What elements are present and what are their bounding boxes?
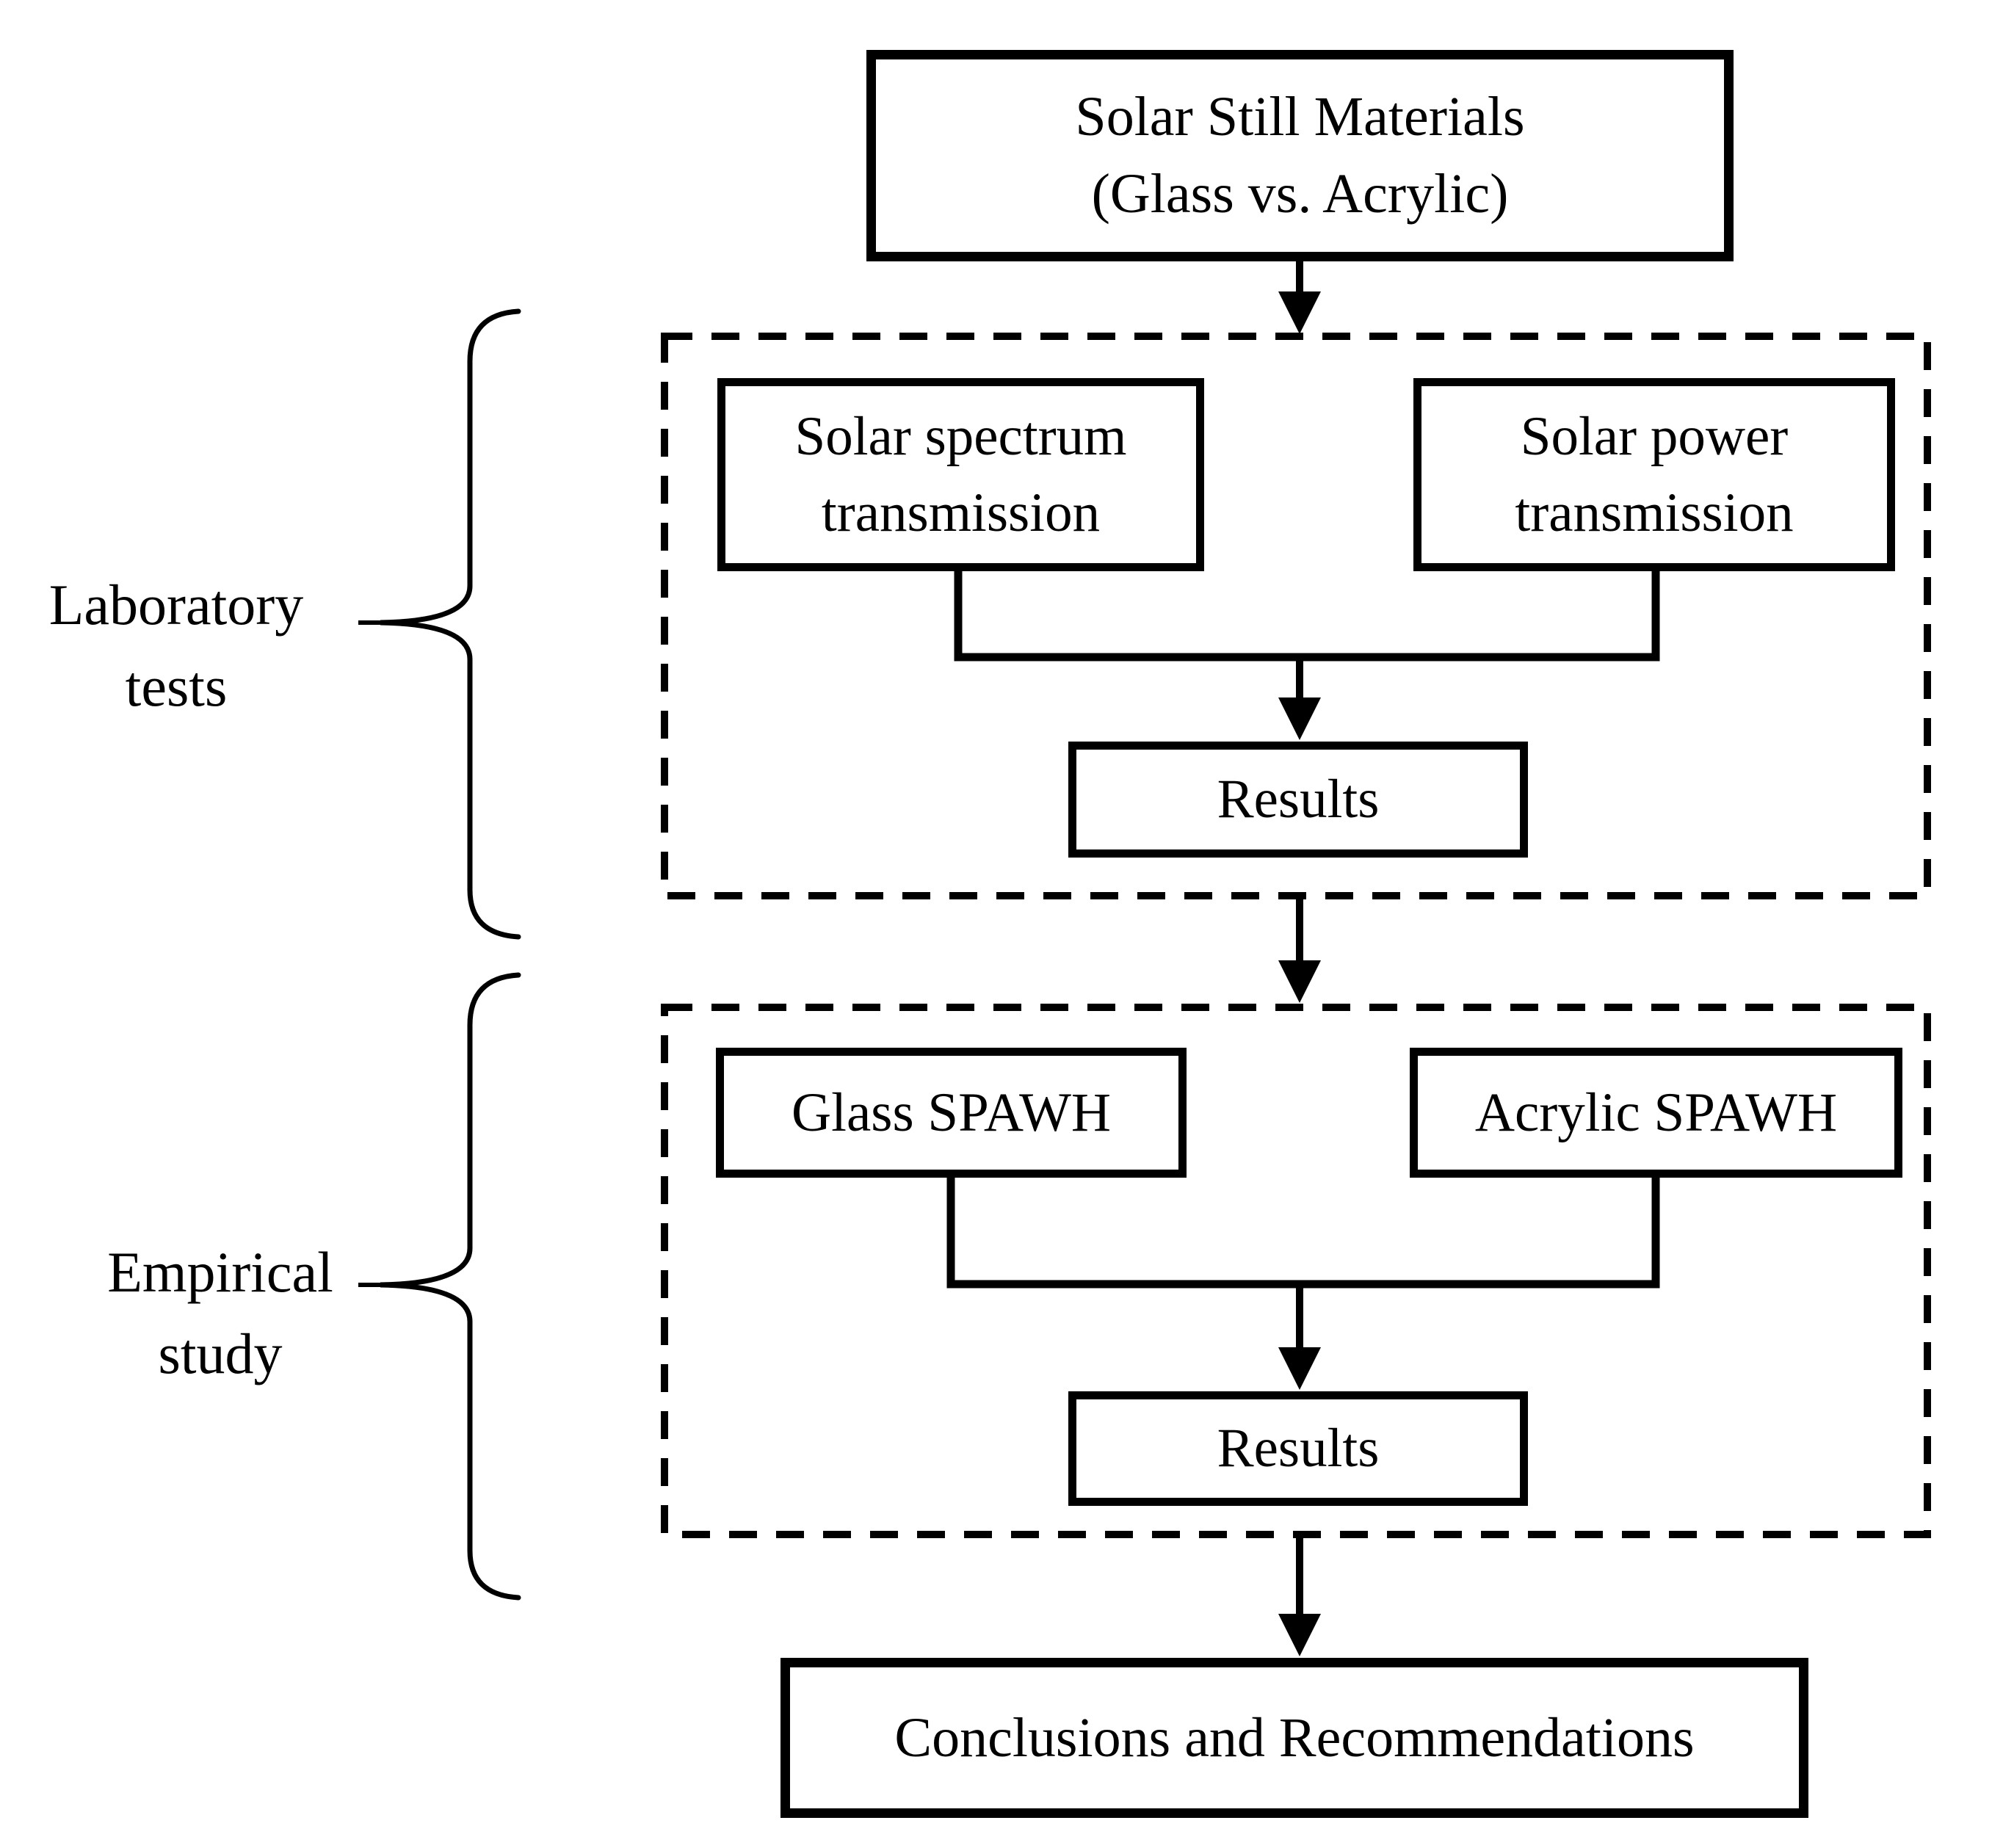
empirical-brace-icon	[380, 972, 521, 1601]
arrow-down-icon	[1278, 291, 1321, 334]
laboratory-brace-icon	[380, 308, 521, 940]
laboratory-tests-label: Laboratory tests	[22, 564, 330, 727]
laboratory-results-label: Results	[1217, 769, 1380, 830]
laboratory-label-line-1: Laboratory	[48, 573, 304, 637]
empirical-results-label: Results	[1217, 1418, 1380, 1479]
arrow-down-icon	[1278, 697, 1321, 740]
laboratory-label-line-2: tests	[125, 654, 228, 718]
acrylic-spawh-label: Acrylic SPAWH	[1474, 1081, 1838, 1143]
conclusions-box: Conclusions and Recommendations	[780, 1658, 1808, 1818]
glass-spawh-label: Glass SPAWH	[791, 1081, 1112, 1143]
acrylic-spawh-box: Acrylic SPAWH	[1410, 1048, 1902, 1178]
laboratory-dashed-container	[661, 333, 1931, 899]
empirical-label-line-2: study	[158, 1322, 283, 1385]
solar-power-transmission-box: Solar power transmission	[1413, 378, 1895, 571]
conclusions-label: Conclusions and Recommendations	[894, 1706, 1695, 1769]
spectrum-box-line-1: Solar spectrum	[794, 406, 1127, 467]
empirical-merge-connector	[946, 1176, 1660, 1289]
laboratory-results-box: Results	[1068, 742, 1528, 858]
solar-spectrum-transmission-box: Solar spectrum transmission	[717, 378, 1204, 571]
title-line-2: (Glass vs. Acrylic)	[1091, 163, 1509, 225]
empirical-dashed-container	[661, 1004, 1931, 1538]
empirical-study-label: Empirical study	[66, 1231, 374, 1394]
lab-merge-connector	[954, 570, 1660, 662]
power-box-line-1: Solar power	[1520, 406, 1789, 467]
arrow-down-icon	[1278, 960, 1321, 1003]
empirical-label-line-1: Empirical	[107, 1240, 333, 1304]
spectrum-box-line-2: transmission	[821, 482, 1101, 543]
arrow-down-icon	[1278, 1614, 1321, 1656]
title-line-1: Solar Still Materials	[1075, 86, 1525, 148]
glass-spawh-box: Glass SPAWH	[716, 1048, 1187, 1178]
empirical-results-box: Results	[1068, 1391, 1528, 1506]
title-box: Solar Still Materials (Glass vs. Acrylic…	[866, 50, 1734, 261]
arrow-down-icon	[1278, 1347, 1321, 1390]
power-box-line-2: transmission	[1515, 482, 1794, 543]
